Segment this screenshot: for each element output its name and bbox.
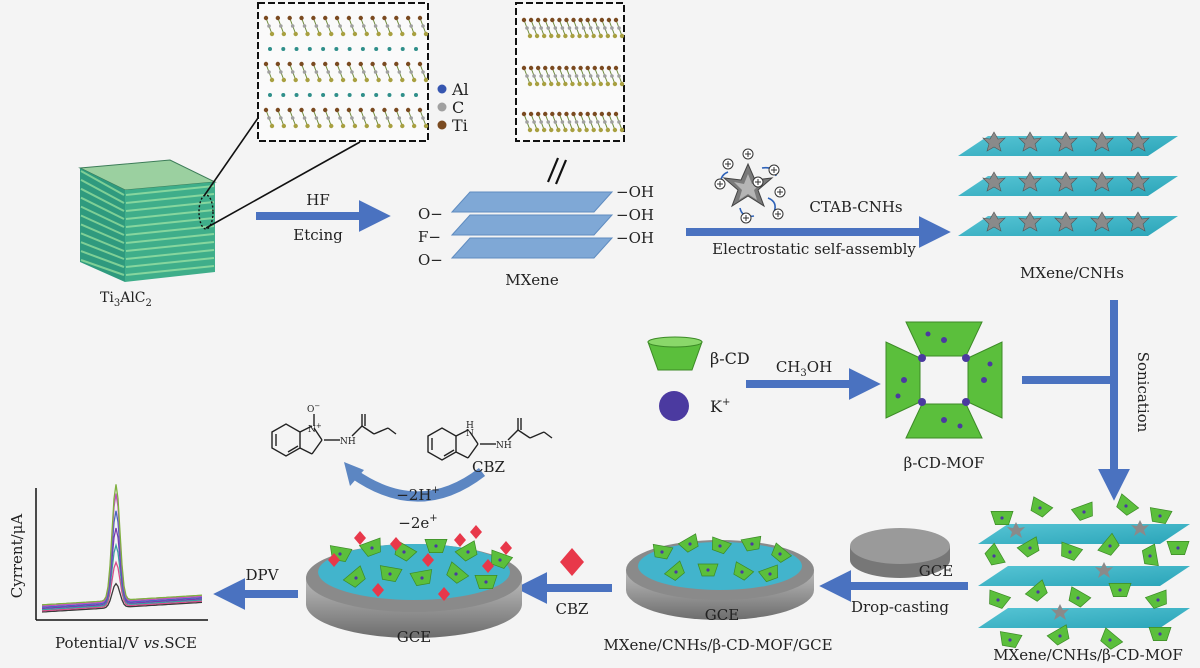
product-nh-label: NH [340, 437, 356, 447]
dpv-plot [35, 484, 208, 621]
beta-cd-mof-icon [885, 321, 1003, 439]
c-atom-icon [437, 102, 447, 112]
modified-electrode-label: MXene/CNHs/β-CD-MOF/GCE [603, 636, 832, 654]
zoom-region [198, 194, 214, 230]
dpv-ylabel: Cyrrent/μA [8, 514, 26, 599]
modified-gce-label: GCE [705, 606, 739, 624]
oh-group-3: −OH [616, 229, 654, 247]
dpv-curve [41, 527, 203, 610]
dpv-curve [41, 582, 203, 613]
hf-label: HF [306, 191, 330, 209]
f-group: F− [418, 228, 441, 246]
legend-al: Al [451, 80, 469, 99]
legend-c: C [452, 98, 464, 117]
mxene-label: MXene [505, 271, 559, 289]
max-phase-crystal-inset [257, 2, 429, 142]
beta-cd-icon [647, 336, 703, 371]
beta-cd-label: β-CD [710, 349, 750, 368]
composite-stack [978, 493, 1190, 650]
atom-legend: Al C Ti [437, 80, 469, 135]
ti-atom-icon [437, 120, 447, 130]
ti3alc2-label: Ti3AlC2 [100, 290, 152, 309]
ctab-cnh-icon [714, 148, 786, 224]
product-n-oxide-label: O− [307, 402, 320, 415]
composite-label: MXene/CNHs/β-CD-MOF [993, 646, 1183, 664]
cbz-step-label: CBZ [556, 600, 589, 618]
modified-electrode [626, 533, 814, 620]
cbz-structure-label: CBZ [472, 458, 505, 476]
dpv-curve [41, 560, 203, 612]
cbz-n-label: N [466, 429, 474, 439]
beta-cd-mof-label: β-CD-MOF [904, 454, 985, 472]
oxidation-curved-arrow [351, 468, 486, 502]
minus-2e-label: −2e+ [398, 513, 437, 532]
dpv-curve [41, 542, 203, 611]
drop-casting-label: Drop-casting [851, 598, 949, 616]
dpv-label: DPV [246, 566, 280, 584]
gce-blank-disk [850, 528, 950, 578]
methanol-label: CH3OH [776, 358, 832, 379]
potassium-label: K+ [710, 397, 730, 416]
oxidation-product-structure [271, 414, 397, 457]
ti3alc2-block [78, 117, 361, 282]
cbz-nh-label: NH [496, 441, 512, 451]
ctab-cnhs-label: CTAB-CNHs [809, 198, 902, 216]
mxene-cnhs-label: MXene/CNHs [1020, 264, 1124, 282]
mxene-sheets [450, 191, 614, 259]
minus-2h-label: −2H+ [396, 485, 440, 504]
cbz-h-label: H [466, 421, 474, 431]
electrostatic-label: Electrostatic self-assembly [712, 240, 916, 258]
legend-ti: Ti [452, 116, 468, 135]
final-electrode [306, 525, 522, 638]
oh-group-2: −OH [616, 206, 654, 224]
o-group-2: O− [418, 251, 443, 269]
oh-group-1: −OH [616, 183, 654, 201]
al-atom-icon [437, 84, 447, 94]
gce-blank-label: GCE [919, 562, 953, 580]
mxene-cnhs-stack [958, 131, 1178, 236]
o-group-1: O− [418, 205, 443, 223]
final-gce-label: GCE [397, 628, 431, 646]
sonication-label: Sonication [1134, 352, 1152, 433]
cbz-molecule-icon [560, 548, 584, 576]
etching-label: Etcing [293, 226, 343, 244]
dpv-curve [41, 484, 203, 606]
mxene-crystal-inset [515, 2, 625, 142]
product-nplus-label: N+ [308, 422, 322, 435]
dpv-xlabel: Potential/V vs.SCE [55, 634, 197, 652]
cbz-structure [427, 418, 553, 461]
potassium-ion-icon [659, 391, 689, 421]
